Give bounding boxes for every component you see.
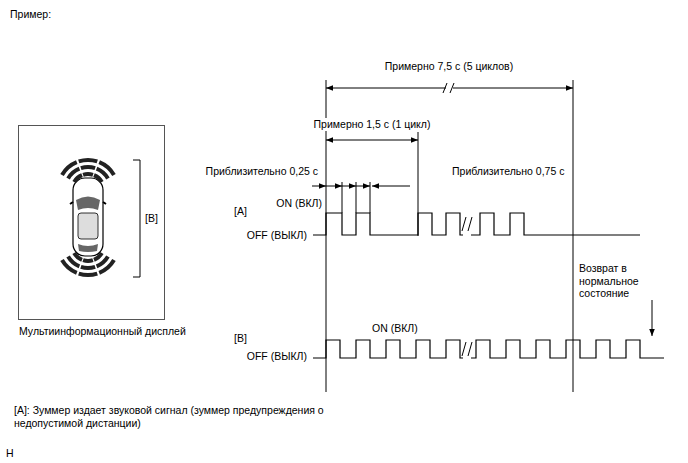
break-mark	[443, 83, 454, 93]
car-illustration	[60, 158, 115, 277]
sensor-arc	[93, 173, 103, 183]
car-body	[73, 178, 103, 256]
bracket	[140, 160, 141, 277]
display-box: Мультиинформационный дисплей	[18, 125, 165, 320]
bracket	[133, 160, 140, 161]
level-label: ON (ВКЛ)	[276, 197, 322, 210]
dimension-arrow	[372, 186, 410, 187]
sensor-arc	[72, 252, 82, 262]
sensor-arc	[60, 160, 77, 176]
signal-trace	[471, 340, 664, 358]
dimension-label: Примерно 7,5 с (5 циклов)	[385, 60, 513, 73]
box-caption: Мультиинформационный дисплей	[19, 325, 194, 338]
watermark: H	[6, 447, 14, 460]
sensor-arc	[72, 173, 82, 183]
sensor-arc	[78, 272, 98, 277]
time-mark	[573, 80, 574, 392]
dimension-label: Приблизительно 0,25 с	[206, 165, 318, 178]
time-mark	[342, 182, 343, 213]
car-windshield	[76, 197, 100, 211]
time-mark	[356, 182, 357, 213]
car-mirrors	[70, 202, 106, 204]
car-rear-window	[78, 244, 98, 252]
sensor-arc	[98, 259, 115, 275]
note-label: Возврат в нормальное состояние	[579, 262, 675, 300]
sensor-arc	[82, 258, 93, 263]
time-mark	[370, 182, 371, 213]
break-mark	[462, 342, 472, 356]
diagram-title: Пример:	[10, 8, 51, 21]
bracket	[133, 277, 140, 278]
sensor-arc	[60, 259, 77, 275]
dimension-label: Примерно 1,5 с (1 цикл)	[314, 118, 431, 131]
dimension-arrow	[312, 186, 326, 187]
sensor-arc	[80, 265, 95, 270]
dimension-arrow	[326, 88, 446, 89]
signal-name: [A]	[234, 205, 247, 218]
signal-trace	[313, 340, 463, 358]
footnote: [A]: Зуммер издает звуковой сигнал (зумм…	[14, 404, 344, 429]
sensor-arc	[80, 165, 95, 170]
sensor-arc	[78, 158, 98, 163]
car-roof	[78, 213, 98, 239]
level-label: OFF (ВЫКЛ)	[247, 350, 307, 363]
dimension-arrow	[326, 186, 342, 187]
signal-trace	[471, 213, 640, 235]
dimension-label: Приблизительно 0,75 с	[452, 165, 564, 178]
dimension-arrow	[356, 186, 370, 187]
sensor-arc	[93, 252, 103, 262]
sensor-arc	[98, 160, 115, 176]
signal-name: [B]	[234, 332, 247, 345]
dimension-arrow	[342, 186, 356, 187]
dimension-arrow	[453, 88, 573, 89]
level-label: OFF (ВЫКЛ)	[247, 229, 307, 242]
dimension-arrow	[326, 140, 418, 141]
dimension-lines	[133, 80, 652, 392]
signal-trace	[313, 213, 463, 235]
level-label: ON (ВКЛ)	[372, 322, 418, 335]
break-mark	[462, 217, 472, 231]
callout-label: [B]	[145, 212, 158, 225]
sensor-arc	[82, 172, 93, 177]
